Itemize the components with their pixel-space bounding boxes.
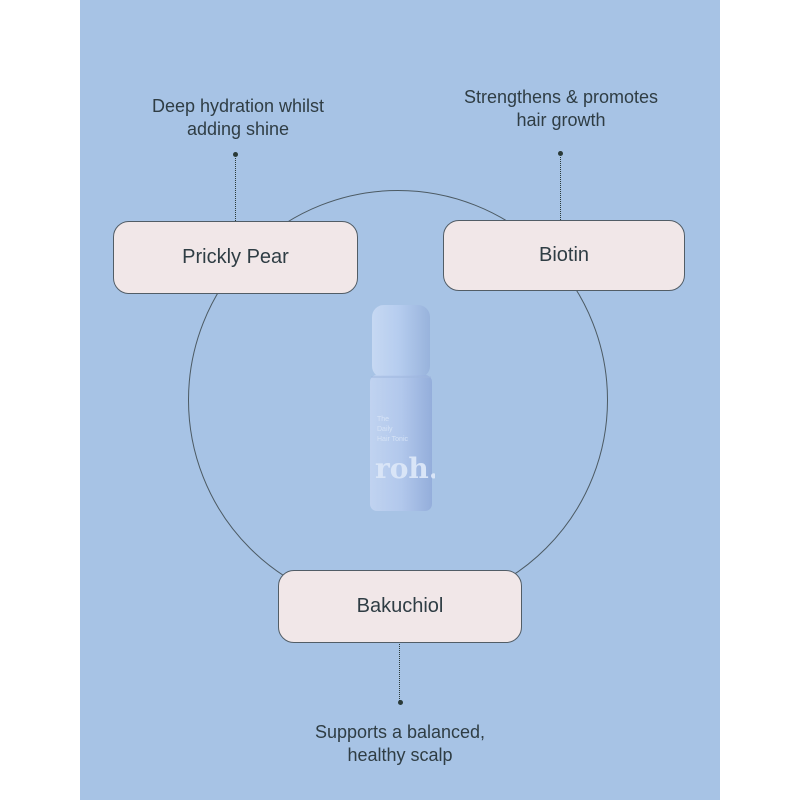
ingredient-pill-prickly-pear: Prickly Pear — [113, 221, 358, 294]
prickly-pear-dot — [233, 152, 238, 157]
bottle-label-line2: Daily — [377, 426, 393, 433]
bottle-cap — [372, 305, 430, 378]
ingredient-pill-biotin: Biotin — [443, 220, 685, 291]
ingredient-name: Biotin — [538, 244, 590, 266]
prickly-pear-connector — [235, 158, 236, 221]
biotin-dot — [558, 151, 563, 156]
biotin-benefit: Strengthens & promotes hair growth — [431, 86, 691, 132]
bakuchiol-benefit: Supports a balanced, healthy scalp — [280, 721, 520, 767]
bottle-brand-mark: roh. — [375, 452, 435, 485]
bakuchiol-dot — [398, 700, 403, 705]
bakuchiol-connector — [399, 644, 400, 701]
ingredient-name: Bakuchiol — [356, 595, 444, 617]
ingredient-name: Prickly Pear — [182, 246, 289, 268]
prickly-pear-benefit: Deep hydration whilst adding shine — [118, 95, 358, 141]
prickly-pear-benefit-line2: adding shine — [186, 119, 290, 139]
bakuchiol-benefit-line2: healthy scalp — [347, 745, 453, 765]
product-bottle-icon: The Daily Hair Tonic roh. — [370, 305, 435, 511]
bottle-body — [370, 375, 432, 511]
ingredients-infographic: Deep hydration whilst adding shine Stren… — [80, 0, 720, 800]
bottle-label-line3: Hair Tonic — [377, 436, 408, 443]
prickly-pear-benefit-line1: Deep hydration whilst — [151, 96, 325, 116]
biotin-connector — [560, 157, 561, 220]
ingredient-pill-bakuchiol: Bakuchiol — [278, 570, 522, 643]
biotin-benefit-line1: Strengthens & promotes — [463, 87, 659, 107]
biotin-benefit-line2: hair growth — [516, 110, 606, 130]
bakuchiol-benefit-line1: Supports a balanced, — [314, 722, 486, 742]
bottle-label-line1: The — [377, 416, 389, 423]
